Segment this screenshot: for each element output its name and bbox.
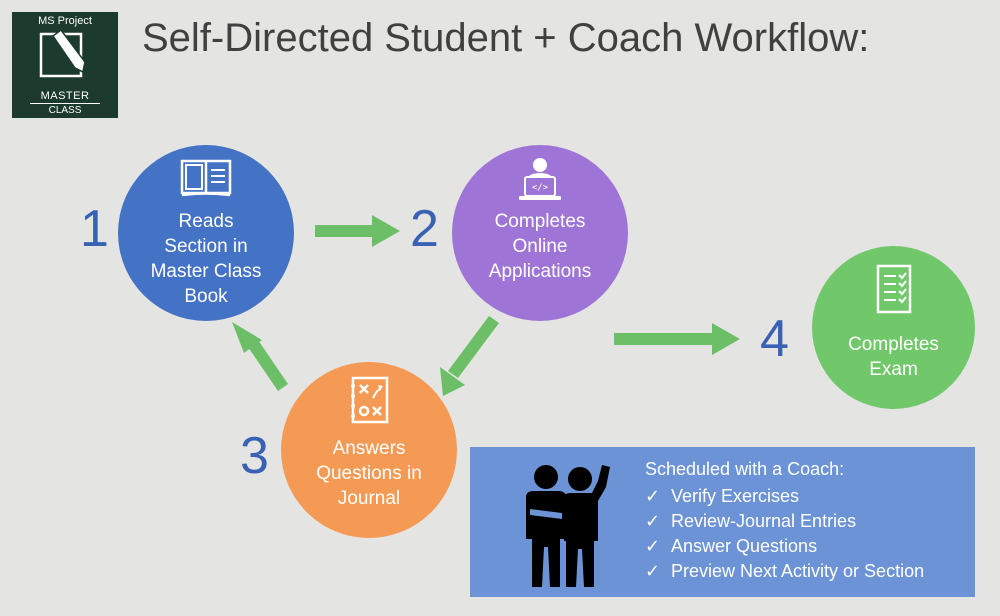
coach-task-item: ✓Preview Next Activity or Section bbox=[645, 559, 924, 584]
step-number-3: 3 bbox=[240, 427, 269, 485]
ms-project-master-class-logo: MS Project MASTER CLASS bbox=[12, 12, 118, 118]
checkmark-icon: ✓ bbox=[645, 486, 661, 506]
arrow-2-to-3 bbox=[440, 316, 499, 396]
laptop-user-icon: </> bbox=[519, 158, 561, 200]
coach-task-item: ✓Verify Exercises bbox=[645, 484, 924, 509]
logo-class-text: CLASS bbox=[48, 105, 82, 116]
step-3-circle: Answers Questions in Journal bbox=[281, 362, 457, 538]
book-icon bbox=[180, 159, 232, 197]
coach-task-item: ✓Review-Journal Entries bbox=[645, 509, 924, 534]
step-2-label: Completes Online Applications bbox=[488, 211, 592, 282]
logo-top-text: MS Project bbox=[38, 15, 92, 27]
coach-heading: Scheduled with a Coach: bbox=[645, 459, 845, 479]
step-2-circle: </> Completes Online Applications bbox=[452, 145, 628, 321]
step-1-label: Reads Section in Master Class Book bbox=[150, 211, 262, 307]
step-number-1: 1 bbox=[80, 200, 109, 258]
logo-master-text: MASTER bbox=[40, 90, 90, 102]
step-1-circle: Reads Section in Master Class Book bbox=[118, 145, 294, 321]
checkmark-icon: ✓ bbox=[645, 511, 661, 531]
step-4-circle: Completes Exam bbox=[812, 246, 975, 409]
checkmark-icon: ✓ bbox=[645, 536, 661, 556]
strategy-board-icon bbox=[351, 376, 389, 424]
step-number-4: 4 bbox=[760, 310, 789, 368]
coach-task-item: ✓Answer Questions bbox=[645, 534, 924, 559]
logo-divider bbox=[30, 103, 100, 104]
coach-schedule-box: Scheduled with a Coach: ✓Verify Exercise… bbox=[470, 447, 975, 597]
people-icon bbox=[526, 465, 610, 587]
step-3-label: Answers Questions in Journal bbox=[316, 438, 422, 509]
checkmark-icon: ✓ bbox=[645, 561, 661, 581]
page-title: Self-Directed Student + Coach Workflow: bbox=[142, 16, 870, 60]
svg-text:</>: </> bbox=[532, 183, 549, 193]
coach-task-list: ✓Verify Exercises ✓Review-Journal Entrie… bbox=[645, 484, 924, 584]
step-4-label: Completes Exam bbox=[848, 334, 939, 380]
pencil-icon bbox=[39, 28, 86, 78]
arrow-1-to-2 bbox=[315, 215, 400, 247]
step-number-2: 2 bbox=[410, 200, 439, 258]
arrow-to-4 bbox=[614, 323, 740, 355]
arrow-3-to-1 bbox=[232, 322, 288, 391]
checklist-icon bbox=[876, 264, 911, 314]
